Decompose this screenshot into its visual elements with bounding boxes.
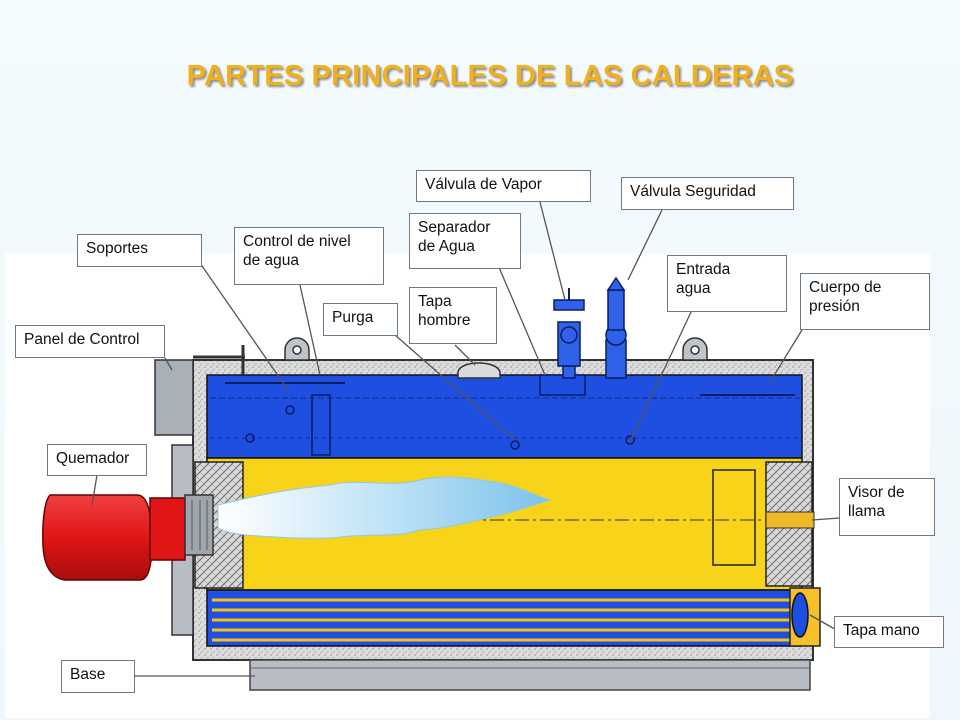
label-tapa-hombre: Tapa hombre xyxy=(409,287,497,344)
label-tapa-mano: Tapa mano xyxy=(834,616,944,648)
water-tank xyxy=(206,374,803,459)
steam-valve xyxy=(553,288,585,379)
label-valvula-seguridad: Válvula Seguridad xyxy=(621,177,794,210)
label-quemador: Quemador xyxy=(47,444,147,476)
manhole-cover xyxy=(457,362,501,379)
lifting-lugs xyxy=(284,337,708,361)
label-cuerpo-presion: Cuerpo de presión xyxy=(800,273,930,330)
flame xyxy=(217,476,552,539)
safety-valve xyxy=(605,276,627,379)
flame-sight-glass xyxy=(765,511,815,529)
label-soportes: Soportes xyxy=(77,234,202,267)
control-panel-box xyxy=(154,359,194,436)
tube-bank xyxy=(206,589,803,647)
base-skid xyxy=(249,659,811,691)
fire-tubes xyxy=(212,598,790,642)
label-entrada-agua: Entrada agua xyxy=(667,255,787,312)
page-title: PARTES PRINCIPALES DE LAS CALDERAS xyxy=(186,60,794,92)
label-valvula-vapor: Válvula de Vapor xyxy=(416,170,591,202)
leader-lines xyxy=(91,201,841,677)
label-visor-llama: Visor de llama xyxy=(839,478,935,536)
label-panel-control: Panel de Control xyxy=(15,325,165,358)
burner xyxy=(42,494,214,581)
label-separador-agua: Separador de Agua xyxy=(409,213,521,269)
label-base: Base xyxy=(61,660,135,693)
label-control-nivel: Control de nivel de agua xyxy=(234,227,384,285)
label-purga: Purga xyxy=(323,303,398,336)
